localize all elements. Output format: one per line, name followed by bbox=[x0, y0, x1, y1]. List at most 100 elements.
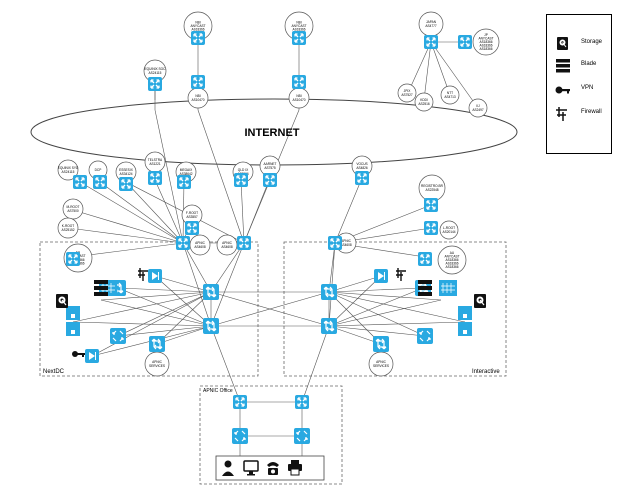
router-icon bbox=[423, 197, 439, 213]
router-icon bbox=[147, 170, 163, 186]
storage-icon bbox=[56, 294, 68, 308]
peer-label-line: AS7527 bbox=[401, 93, 413, 97]
peer-label-line: AS18366 bbox=[479, 44, 492, 48]
peer-label-line: AS10470 bbox=[292, 98, 305, 102]
vpn-key-icon bbox=[72, 351, 85, 357]
peer-label-line: TELSTRA bbox=[148, 158, 163, 162]
router-icon bbox=[423, 220, 439, 236]
peer-label-line: AS4826 bbox=[356, 166, 368, 170]
l3-switch-icon bbox=[416, 327, 434, 345]
legend-box: Storage Blade VPN Firewall bbox=[546, 14, 612, 154]
printer-icon bbox=[288, 460, 302, 476]
router-icon bbox=[72, 174, 88, 190]
router-icon bbox=[65, 251, 81, 267]
peer-label-line: APNIC bbox=[222, 241, 232, 245]
peer-label-line: VOCUS bbox=[356, 162, 367, 166]
peer-label-line: ANYCAST bbox=[190, 24, 205, 28]
peer-label-line: APNIC bbox=[152, 360, 162, 364]
peer-label-line: NBI bbox=[195, 94, 200, 98]
router-icon bbox=[262, 172, 278, 188]
peer-label-line: AS18366 bbox=[292, 28, 305, 32]
storage-array-icon bbox=[458, 306, 472, 336]
storage-array-icon bbox=[66, 306, 80, 336]
peer-label-line: F-ROOT bbox=[186, 211, 198, 215]
core-switch-icon bbox=[320, 283, 338, 301]
router-icon bbox=[457, 34, 473, 50]
firewall-icon bbox=[556, 107, 567, 121]
peer-label-line: AS4608 bbox=[194, 245, 206, 249]
peer-label-line: AS4777 bbox=[425, 24, 437, 28]
peer-label-line: AS4713 bbox=[444, 95, 456, 99]
peer-label-line: AS2516 bbox=[418, 102, 430, 106]
peer-label-line: JPIX bbox=[404, 89, 412, 93]
firewall-appliance-icon bbox=[148, 269, 162, 283]
router-icon bbox=[92, 174, 108, 190]
legend-blade-label: Blade bbox=[581, 61, 597, 67]
vpn-key-icon bbox=[555, 86, 570, 94]
peer-circles: NBIANYCASTAS18366NBIANYCASTAS18366JAPANA… bbox=[57, 11, 500, 377]
peer-label-line: AS7575 bbox=[264, 166, 276, 170]
peer-label-line: AS38642 bbox=[179, 172, 192, 176]
peer-label-line: L-ROOT bbox=[443, 226, 455, 230]
peer-label-line: SERVICES bbox=[373, 364, 389, 368]
peer-label-line: K-ROOT bbox=[62, 224, 74, 228]
region-label-office: APNIC Office bbox=[203, 388, 233, 394]
peer-label-line: AS2497 bbox=[472, 108, 484, 112]
core-switch-icon bbox=[202, 283, 220, 301]
peer-label-line: M-ROOT bbox=[67, 205, 80, 209]
user-icon bbox=[222, 460, 234, 476]
region-office bbox=[199, 385, 343, 485]
router-icon bbox=[176, 174, 192, 190]
devices bbox=[65, 30, 473, 445]
router-icon bbox=[190, 74, 206, 90]
router-icon bbox=[233, 172, 249, 188]
router-icon bbox=[294, 394, 310, 410]
peer-label-line: APNIC bbox=[341, 239, 351, 243]
router-icon bbox=[327, 235, 343, 251]
peer-label-line: APNIC bbox=[195, 241, 205, 245]
legend-vpn-label: VPN bbox=[581, 85, 594, 91]
peer-label-line: AS7500 bbox=[67, 209, 79, 213]
internet-label: INTERNET bbox=[245, 127, 300, 139]
peer-label-line: ANYCAST bbox=[291, 24, 306, 28]
peer-label-line: AS18366 bbox=[479, 47, 492, 51]
peer-label-line: AS24115 bbox=[149, 71, 162, 75]
region-label-nextdc: NextDC bbox=[43, 369, 65, 375]
workstation-tray bbox=[215, 455, 325, 481]
peer-label-line: DCP bbox=[95, 168, 102, 172]
service-switch-icon bbox=[148, 335, 166, 353]
router-icon bbox=[417, 251, 433, 267]
router-icon bbox=[190, 30, 206, 46]
peer-label-line: AU bbox=[450, 251, 455, 255]
core-switch-icon bbox=[202, 317, 220, 335]
peer-label-line: JAPAN bbox=[426, 20, 437, 24]
blade-server-icon bbox=[439, 280, 457, 296]
telephone-icon bbox=[267, 462, 279, 475]
peer-label-line: AS20144 bbox=[442, 230, 455, 234]
peer-label-line: AS22548 bbox=[425, 188, 438, 192]
router-icon bbox=[291, 30, 307, 46]
peer-label-line: AS24115 bbox=[62, 170, 75, 174]
peer-label-line: AARNET bbox=[264, 162, 277, 166]
monitor-icon bbox=[243, 460, 259, 476]
peer-label-line: REGISTRO.BR bbox=[421, 184, 444, 188]
router-icon bbox=[291, 74, 307, 90]
peer-label-line: KDDI bbox=[420, 98, 428, 102]
peer-label-line: MEGAIX bbox=[180, 168, 193, 172]
